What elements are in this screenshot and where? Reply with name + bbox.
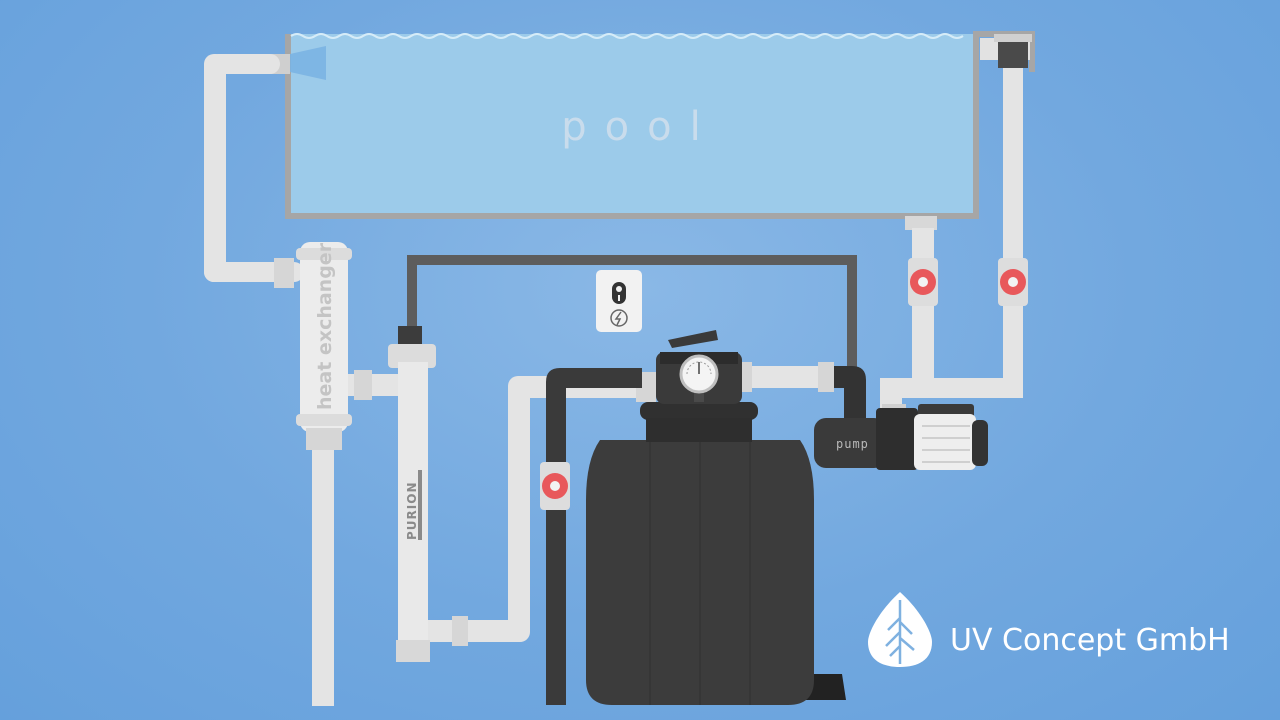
leaf-icon bbox=[868, 592, 932, 667]
valve-main-drain bbox=[908, 258, 938, 306]
multiport-valve-handle bbox=[668, 330, 718, 348]
uv-disinfection-unit: PURION bbox=[388, 326, 436, 662]
main-drain-pipe bbox=[880, 216, 937, 398]
control-cable bbox=[407, 255, 857, 370]
valve-filter-bypass bbox=[540, 462, 570, 510]
pump-to-filter-pipe bbox=[736, 362, 866, 430]
pump-label: pump bbox=[836, 437, 869, 451]
control-switch-box bbox=[596, 270, 642, 332]
pump: pump bbox=[814, 404, 988, 470]
pool-label: pool bbox=[561, 104, 718, 150]
uv-concept-logo: UV Concept GmbH bbox=[868, 592, 1230, 667]
backwash-pipe bbox=[546, 368, 642, 705]
uv-to-heat-exchanger-pipe bbox=[342, 370, 402, 400]
skimmer-pipe bbox=[900, 68, 1023, 398]
valve-skimmer bbox=[998, 258, 1028, 306]
brand-name: UV Concept GmbH bbox=[950, 623, 1230, 658]
power-icon bbox=[610, 309, 628, 327]
uv-unit-label: PURION bbox=[405, 482, 419, 541]
sand-filter bbox=[586, 330, 846, 705]
pool-basin: pool bbox=[285, 31, 1035, 219]
skimmer bbox=[980, 34, 1032, 68]
heat-exchanger: heat exchanger bbox=[274, 242, 352, 706]
pressure-gauge bbox=[679, 354, 719, 402]
heat-exchanger-label: heat exchanger bbox=[314, 242, 336, 410]
